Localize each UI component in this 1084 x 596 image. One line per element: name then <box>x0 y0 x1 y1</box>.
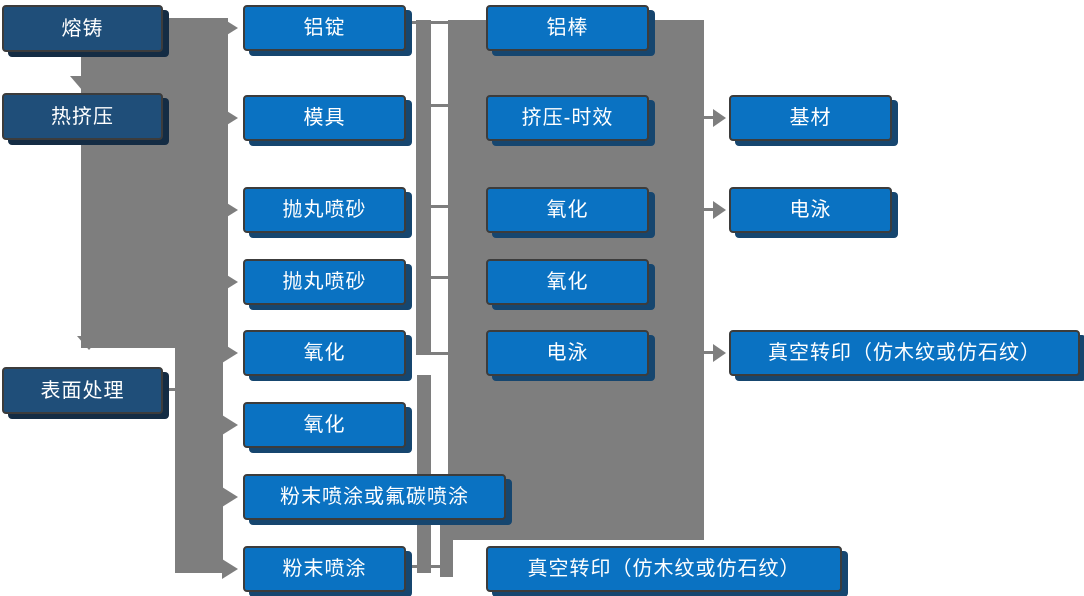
node-label: 抛丸喷砂 <box>282 271 367 293</box>
node-label: 电泳 <box>789 199 832 221</box>
node-label: 基材 <box>789 107 832 129</box>
stub-bar-to-panel-row5 <box>431 352 448 355</box>
arrow-right-icon <box>713 109 726 127</box>
node-label: 表面处理 <box>40 379 125 402</box>
node-mold: 模具 <box>243 95 406 141</box>
arrow-right-icon <box>713 344 726 362</box>
arrow-right-icon <box>222 415 238 435</box>
node-hot-extrusion: 热挤压 <box>2 93 163 140</box>
node-label: 铝棒 <box>546 17 589 39</box>
node-label: 真空转印（仿木纹或仿石纹） <box>527 558 801 580</box>
node-label: 粉末喷涂或氟碳喷涂 <box>280 486 469 508</box>
stub-bar-to-panel-row1 <box>431 21 448 24</box>
node-shot-blasting-2: 抛丸喷砂 <box>243 259 406 305</box>
node-label: 氧化 <box>303 342 346 364</box>
node-oxidation-2: 氧化 <box>243 402 406 448</box>
node-electrophoresis-2: 电泳 <box>729 187 892 233</box>
left-flow-band <box>81 18 228 348</box>
node-label: 真空转印（仿木纹或仿石纹） <box>768 342 1041 364</box>
arrow-right-icon <box>222 559 238 579</box>
node-substrate: 基材 <box>729 95 892 141</box>
arrow-right-icon <box>713 201 726 219</box>
node-label: 熔铸 <box>61 17 104 40</box>
node-shot-blasting-1: 抛丸喷砂 <box>243 187 406 233</box>
node-label: 电泳 <box>546 342 589 364</box>
node-vacuum-transfer-print-bottom: 真空转印（仿木纹或仿石纹） <box>486 546 842 592</box>
node-label: 抛丸喷砂 <box>282 199 367 221</box>
stub-bar-to-panel-row3 <box>431 205 448 208</box>
arrow-down-icon <box>70 76 94 90</box>
node-surface-treatment: 表面处理 <box>2 367 163 414</box>
node-powder-coating: 粉末喷涂 <box>243 546 406 592</box>
node-extrusion-aging: 挤压-时效 <box>486 95 649 141</box>
node-melting-casting: 熔铸 <box>2 5 163 52</box>
node-powder-or-fluorocarbon-coating: 粉末喷涂或氟碳喷涂 <box>243 474 506 520</box>
node-label: 挤压-时效 <box>521 107 614 129</box>
panel-bottom-strip <box>440 525 453 577</box>
arrow-right-icon <box>222 487 238 507</box>
node-oxidation-4: 氧化 <box>486 259 649 305</box>
node-label: 粉末喷涂 <box>282 558 367 580</box>
node-label: 氧化 <box>546 199 589 221</box>
node-label: 热挤压 <box>51 105 114 128</box>
node-label: 模具 <box>303 107 346 129</box>
arrow-right-icon <box>222 18 238 38</box>
mid-vertical-bar-upper <box>416 20 431 355</box>
stub-bar-to-panel-row4 <box>431 276 448 279</box>
node-aluminum-ingot: 铝锭 <box>243 5 406 51</box>
stub-bottom-row <box>406 565 453 568</box>
surface-treatment-band <box>175 348 223 573</box>
stub-surface-treatment <box>163 388 175 391</box>
node-vacuum-transfer-print-right: 真空转印（仿木纹或仿石纹） <box>729 330 1080 376</box>
stub-panel-to-vacuum-transfer <box>704 351 714 354</box>
stub-bar-to-panel-row2 <box>431 104 448 107</box>
node-aluminum-rod: 铝棒 <box>486 5 649 51</box>
stub-panel-to-electrophoresis <box>704 208 714 211</box>
arrow-right-icon <box>222 200 238 220</box>
node-electrophoresis-1: 电泳 <box>486 330 649 376</box>
stub-ingot-to-bar <box>406 21 416 24</box>
stub-panel-to-substrate <box>704 116 714 119</box>
node-oxidation-3: 氧化 <box>486 187 649 233</box>
node-label: 氧化 <box>546 271 589 293</box>
arrow-right-icon <box>222 343 238 363</box>
node-label: 氧化 <box>303 414 346 436</box>
arrow-right-icon <box>222 272 238 292</box>
arrow-down-icon <box>77 336 101 350</box>
node-oxidation-1: 氧化 <box>243 330 406 376</box>
node-label: 铝锭 <box>303 17 346 39</box>
arrow-right-icon <box>222 108 238 128</box>
